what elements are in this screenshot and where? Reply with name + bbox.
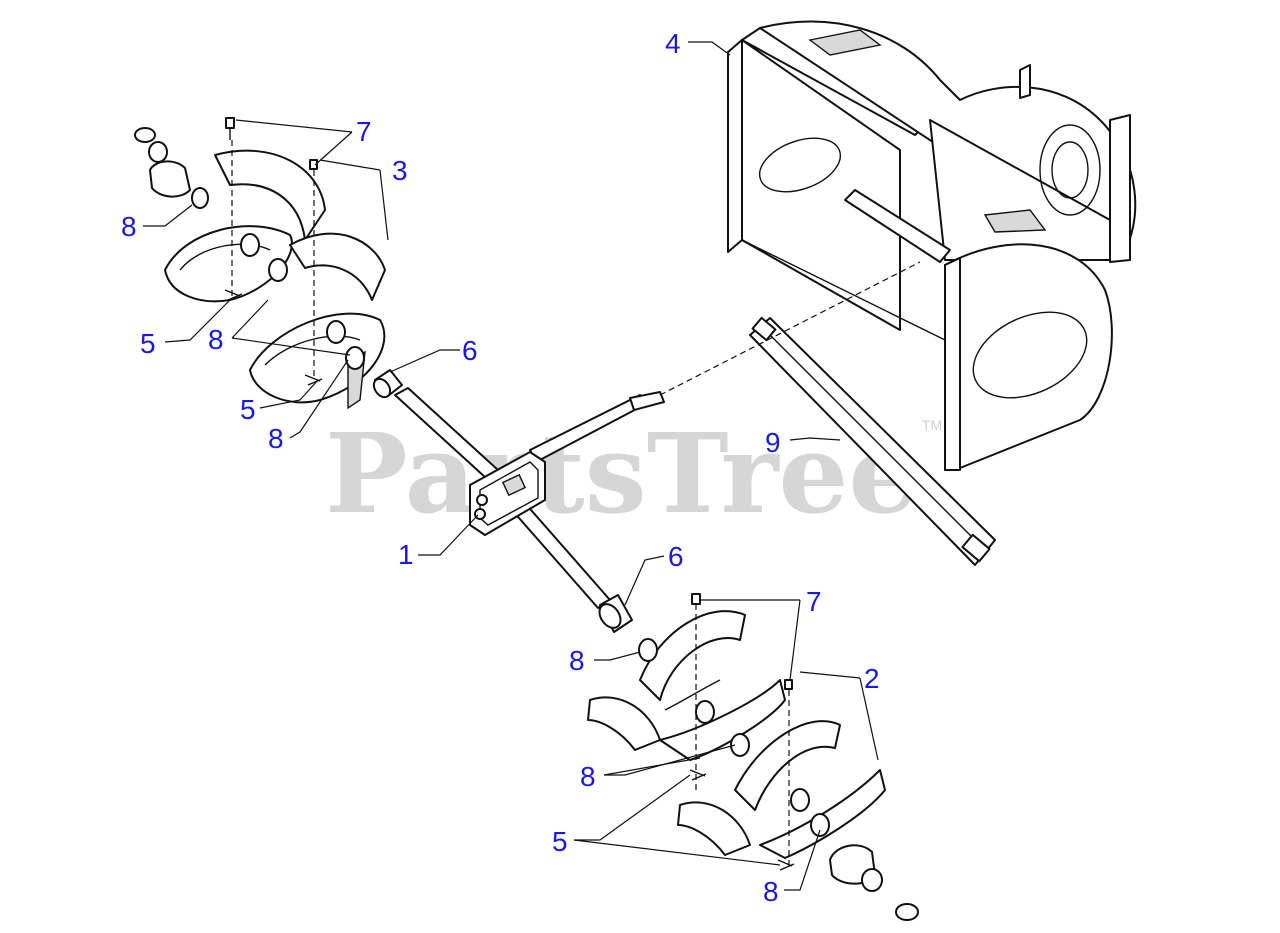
leader-lines bbox=[143, 41, 879, 891]
callouts: 4 7 3 8 5 8 6 5 8 9 1 6 7 8 2 8 5 8 bbox=[121, 28, 880, 907]
callout-8[interactable]: 8 bbox=[121, 211, 137, 242]
callout-7[interactable]: 7 bbox=[806, 586, 822, 617]
callout-8[interactable]: 8 bbox=[580, 761, 596, 792]
gearbox bbox=[469, 451, 546, 536]
left-auger-assembly bbox=[134, 117, 386, 410]
watermark-trademark: TM bbox=[922, 417, 942, 433]
callout-8[interactable]: 8 bbox=[208, 324, 224, 355]
auger-shaft bbox=[394, 261, 921, 609]
callout-6[interactable]: 6 bbox=[668, 541, 684, 572]
bushing-upper bbox=[372, 369, 403, 399]
callout-5[interactable]: 5 bbox=[240, 394, 256, 425]
callout-9[interactable]: 9 bbox=[765, 427, 781, 458]
callout-2[interactable]: 2 bbox=[864, 663, 880, 694]
callout-7[interactable]: 7 bbox=[356, 116, 372, 147]
callout-8[interactable]: 8 bbox=[763, 876, 779, 907]
callout-1[interactable]: 1 bbox=[398, 539, 414, 570]
callout-4[interactable]: 4 bbox=[665, 28, 681, 59]
watermark: PartsTree bbox=[325, 409, 919, 538]
auger-housing bbox=[727, 20, 1137, 471]
callout-8[interactable]: 8 bbox=[569, 645, 585, 676]
callout-3[interactable]: 3 bbox=[392, 155, 408, 186]
callout-5[interactable]: 5 bbox=[552, 826, 568, 857]
callout-8[interactable]: 8 bbox=[268, 423, 284, 454]
shave-plate bbox=[749, 316, 996, 566]
right-auger-assembly bbox=[587, 593, 919, 921]
callout-5[interactable]: 5 bbox=[140, 328, 156, 359]
bushing-lower bbox=[598, 594, 633, 633]
callout-6[interactable]: 6 bbox=[462, 335, 478, 366]
